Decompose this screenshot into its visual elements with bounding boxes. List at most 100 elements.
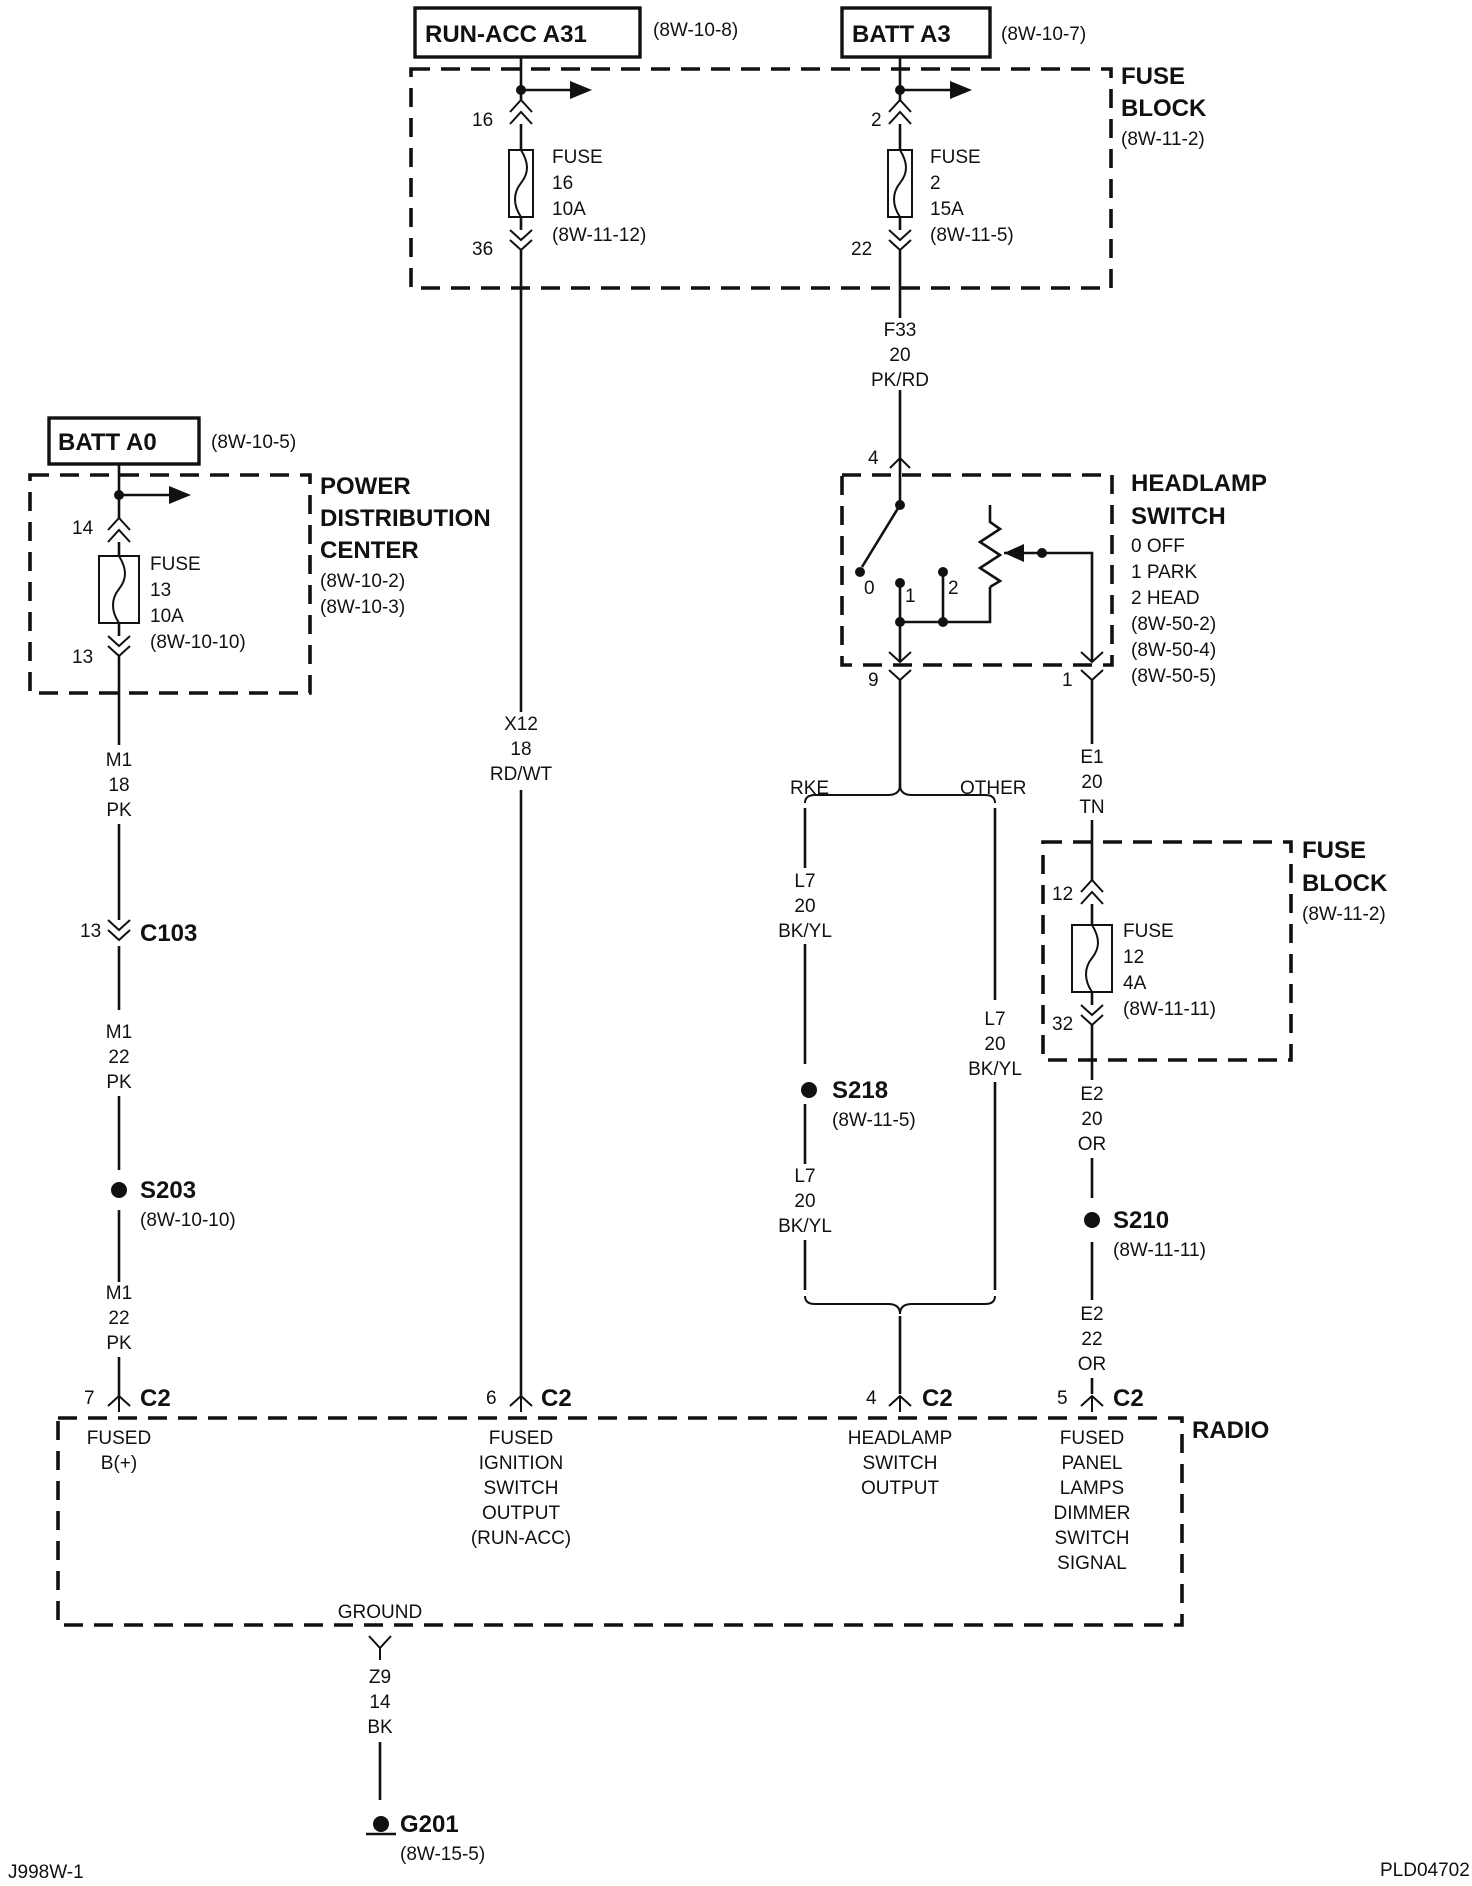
radio-panel-dimmer-label: FUSED xyxy=(1060,1428,1124,1449)
wire-m1-18-gauge: 18 xyxy=(108,775,129,796)
fuse-block-top-title: FUSE xyxy=(1121,63,1185,90)
radio-headlamp-out-label: HEADLAMP xyxy=(848,1428,953,1449)
radio-panel-dimmer-label: LAMPS xyxy=(1060,1478,1124,1499)
wire-f33-id: F33 xyxy=(884,320,917,341)
batt-a0-source-ref: (8W-10-5) xyxy=(211,432,296,453)
pdc-title: DISTRIBUTION xyxy=(320,505,491,532)
pdc-title: POWER xyxy=(320,473,411,500)
fuse16-number: 16 xyxy=(552,173,573,194)
wire-z9-gauge: 14 xyxy=(369,1692,391,1713)
fuse12-pin-in: 12 xyxy=(1052,884,1073,905)
wire-x12-color: RD/WT xyxy=(490,764,553,785)
wire-e2-20-id: E2 xyxy=(1080,1084,1103,1105)
wire-e2-22-gauge: 22 xyxy=(1081,1329,1102,1350)
headlamp-switch-outline xyxy=(840,473,1114,667)
fuse-block-2-outline xyxy=(1041,840,1293,1062)
fuse2-pin-in: 2 xyxy=(871,110,882,131)
splice-s218-dot xyxy=(801,1082,817,1098)
wire-z9-id: Z9 xyxy=(369,1667,391,1688)
radio-c2-pin6: C2 xyxy=(541,1385,572,1412)
fuse13-pin-in: 14 xyxy=(72,518,94,539)
pdc-outline xyxy=(28,473,312,695)
wire-e1-gauge: 20 xyxy=(1081,772,1102,793)
fuse-block-2-ref: (8W-11-2) xyxy=(1302,904,1386,925)
wire-l7-b-color: BK/YL xyxy=(968,1059,1022,1080)
wire-l7-c-color: BK/YL xyxy=(778,1216,832,1237)
batt-a0-source-box xyxy=(47,416,201,466)
fuse16-label: FUSE xyxy=(552,147,603,168)
radio-pin-4: 4 xyxy=(866,1388,877,1409)
headlamp-state-head: 2 HEAD xyxy=(1131,588,1200,609)
splice-s203-label: S203 xyxy=(140,1177,196,1204)
splice-s203-ref: (8W-10-10) xyxy=(140,1210,236,1231)
wire-e2-20-gauge: 20 xyxy=(1081,1109,1102,1130)
fuse2-label: FUSE xyxy=(930,147,981,168)
ground-g201-ref: (8W-15-5) xyxy=(400,1844,485,1865)
radio-fused-ign-label: SWITCH xyxy=(484,1478,559,1499)
footer-left-code: J998W-1 xyxy=(8,1862,84,1883)
wire-m1-18-color: PK xyxy=(106,800,132,821)
headlamp-pin-out-left: 9 xyxy=(868,670,879,691)
fuse-block-2-title: FUSE xyxy=(1302,837,1366,864)
radio-fused-ign-label: (RUN-ACC) xyxy=(471,1528,571,1549)
fuse-block-top-outline xyxy=(409,67,1113,290)
headlamp-switch-title: SWITCH xyxy=(1131,503,1226,530)
radio-c2-pin4: C2 xyxy=(922,1385,953,1412)
headlamp-switch-title: HEADLAMP xyxy=(1131,470,1267,497)
wire-l7-b-id: L7 xyxy=(984,1009,1005,1030)
headlamp-state-park: 1 PARK xyxy=(1131,562,1198,583)
wire-e1-color: TN xyxy=(1079,797,1104,818)
wire-l7-a-id: L7 xyxy=(794,871,815,892)
headlamp-pos-0: 0 xyxy=(864,578,875,599)
fuse12-rating: 4A xyxy=(1123,973,1147,994)
wire-e2-22-id: E2 xyxy=(1080,1304,1103,1325)
c103-label: C103 xyxy=(140,920,197,947)
wire-f33-gauge: 20 xyxy=(889,345,910,366)
wire-x12-id: X12 xyxy=(504,714,538,735)
fuse-block-2-title: BLOCK xyxy=(1302,870,1388,897)
splice-s218-ref: (8W-11-5) xyxy=(832,1110,916,1131)
ground-g201-dot xyxy=(373,1816,389,1832)
headlamp-ref-1: (8W-50-2) xyxy=(1131,614,1216,635)
headlamp-ref-2: (8W-50-4) xyxy=(1131,640,1216,661)
radio-pin-6: 6 xyxy=(486,1388,497,1409)
footer-right-code: PLD04702 xyxy=(1380,1860,1470,1881)
run-acc-source-box xyxy=(413,6,642,59)
wire-l7-c-gauge: 20 xyxy=(794,1191,815,1212)
fuse2-rating: 15A xyxy=(930,199,964,220)
fuse13-ref: (8W-10-10) xyxy=(150,632,246,653)
fuse2-ref: (8W-11-5) xyxy=(930,225,1014,246)
branch-rke-label: RKE xyxy=(790,778,829,799)
wire-m1-22a-gauge: 22 xyxy=(108,1047,129,1068)
wire-m1-22a-id: M1 xyxy=(106,1022,132,1043)
fuse13-pin-out: 13 xyxy=(72,647,93,668)
pdc-ref-2: (8W-10-3) xyxy=(320,597,405,618)
wire-m1-18-id: M1 xyxy=(106,750,132,771)
radio-headlamp-out-label: SWITCH xyxy=(863,1453,938,1474)
fuse13-rating: 10A xyxy=(150,606,184,627)
radio-panel-dimmer-label: SIGNAL xyxy=(1057,1553,1127,1574)
wire-m1-22b-color: PK xyxy=(106,1333,132,1354)
batt-a0-source-label: BATT A0 xyxy=(58,429,157,456)
headlamp-ref-3: (8W-50-5) xyxy=(1131,666,1216,687)
splice-s210-label: S210 xyxy=(1113,1207,1169,1234)
radio-fused-b-label: B(+) xyxy=(101,1453,137,1474)
radio-c2-pin7: C2 xyxy=(140,1385,171,1412)
batt-a3-source-label: BATT A3 xyxy=(852,21,951,48)
headlamp-pin-in: 4 xyxy=(868,448,879,469)
wire-l7-a-gauge: 20 xyxy=(794,896,815,917)
fuse12-pin-out: 32 xyxy=(1052,1014,1073,1035)
radio-fused-ign-label: IGNITION xyxy=(479,1453,563,1474)
radio-panel-dimmer-label: SWITCH xyxy=(1055,1528,1130,1549)
wire-m1-22a-color: PK xyxy=(106,1072,132,1093)
splice-s210-dot xyxy=(1084,1212,1100,1228)
wire-x12-gauge: 18 xyxy=(510,739,531,760)
headlamp-state-off: 0 OFF xyxy=(1131,536,1185,557)
fuse13-label: FUSE xyxy=(150,554,201,575)
fuse16-ref: (8W-11-12) xyxy=(552,225,646,246)
fuse2-number: 2 xyxy=(930,173,941,194)
fuse-block-top-ref: (8W-11-2) xyxy=(1121,129,1205,150)
pdc-ref-1: (8W-10-2) xyxy=(320,571,405,592)
wire-f33-color: PK/RD xyxy=(871,370,929,391)
